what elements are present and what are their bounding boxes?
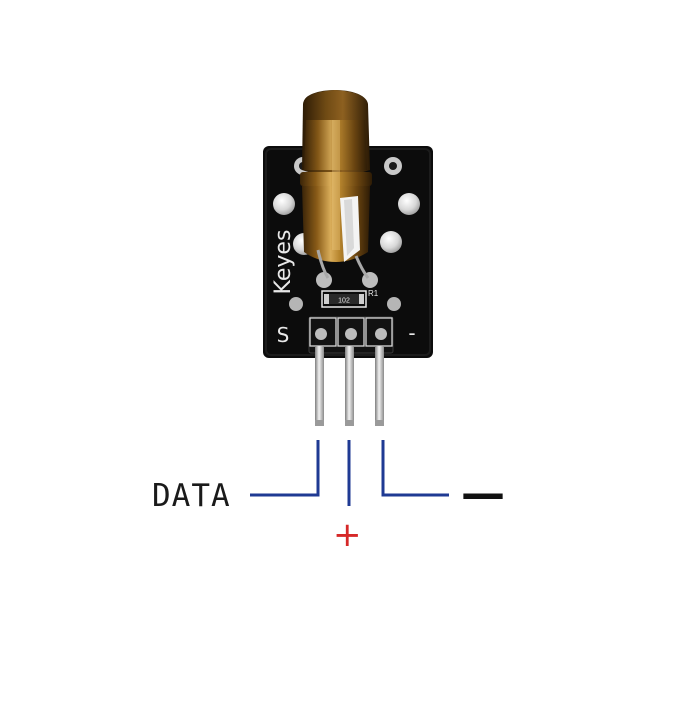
pad [289,297,303,311]
mounting-hole [273,193,295,215]
header-pin-signal [315,346,324,426]
data-wire [250,440,320,497]
gnd-wire [381,440,449,497]
minus-pin-label: — [461,468,505,519]
pad [316,272,332,288]
mounting-hole [398,193,420,215]
signal-pin-mark: S [277,323,290,347]
header-pin-gnd [375,346,384,426]
ground-pin-mark: - [408,321,415,345]
pad [387,297,401,311]
laser-diode-icon [300,90,372,279]
plus-pin-label: + [333,515,362,555]
resistor: 102 [321,290,367,308]
header-pin-vcc [345,346,354,426]
brand-label: Keyes [271,230,296,295]
data-pin-label: DATA [152,478,231,514]
resistor-code: 102 [338,298,350,305]
header-pin-icon [315,346,384,426]
mounting-hole [380,231,402,253]
resistor-ref: R1 [368,289,379,298]
